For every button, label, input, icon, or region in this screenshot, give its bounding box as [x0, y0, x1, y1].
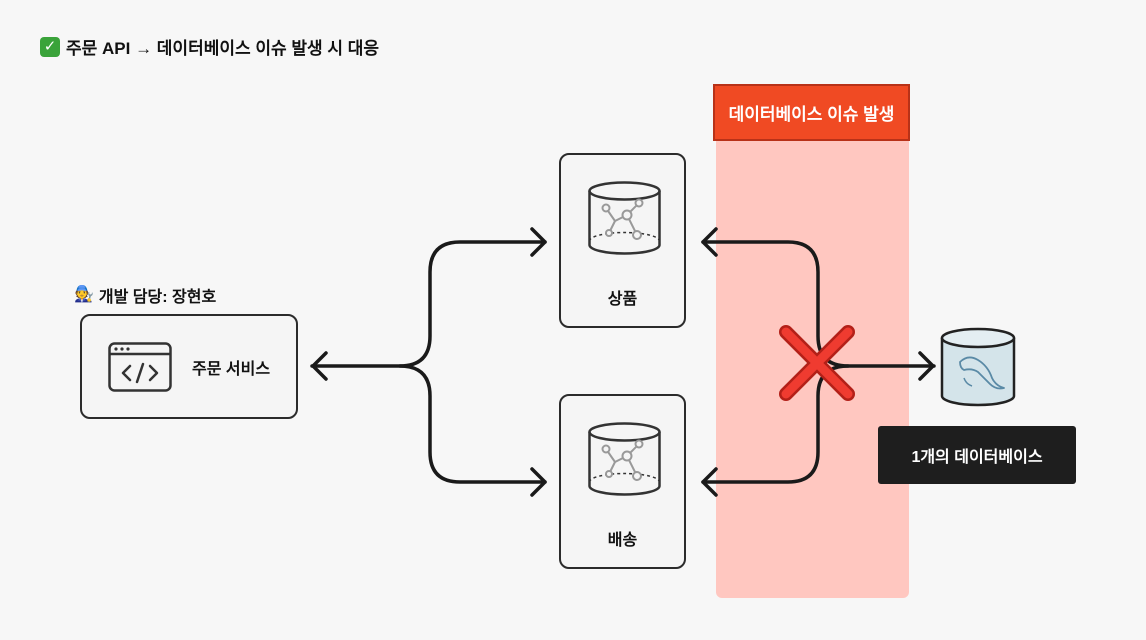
service-to-product-connector: [310, 240, 547, 368]
delivery-return-arrowhead: [701, 467, 718, 497]
developer-emoji-icon: 🧑‍🔧: [74, 286, 94, 303]
shared-db-to-delivery-connector: [701, 364, 850, 484]
shared-db-label: 1개의 데이터베이스: [878, 426, 1076, 484]
red-cross-icon: [779, 325, 855, 401]
graph-database-icon: [588, 181, 661, 255]
delivery-db-label: 배송: [607, 532, 638, 549]
product-db-node: 상품: [559, 153, 686, 328]
service-arrowhead: [311, 351, 328, 381]
service-to-delivery-connector: [398, 364, 547, 484]
owner-label-text: 개발 담당: 장현호: [98, 289, 217, 306]
delivery-db-node: 배송: [559, 394, 686, 569]
product-return-arrowhead: [701, 227, 718, 257]
order-service-label: 주문 서비스: [192, 360, 271, 378]
delivery-arrowhead: [530, 467, 547, 497]
code-window-icon: [108, 341, 172, 392]
mysql-database-icon: [940, 327, 1016, 407]
diagram-title: ✓ 주문 API → 데이터베이스 이슈 발생 시 대응: [40, 34, 379, 59]
graph-database-icon: [588, 422, 661, 496]
issue-badge: 데이터베이스 이슈 발생: [713, 84, 910, 141]
product-db-label: 상품: [607, 291, 638, 308]
owner-label: 🧑‍🔧 개발 담당: 장현호: [74, 283, 216, 307]
product-arrowhead: [530, 227, 547, 257]
order-service-node: 주문 서비스: [80, 314, 298, 419]
shared-db-arrowhead: [918, 351, 935, 381]
shared-db-to-product-connector: [701, 240, 936, 368]
check-mark-icon: ✓: [40, 36, 60, 57]
diagram-title-text: 주문 API → 데이터베이스 이슈 발생 시 대응: [66, 39, 380, 58]
